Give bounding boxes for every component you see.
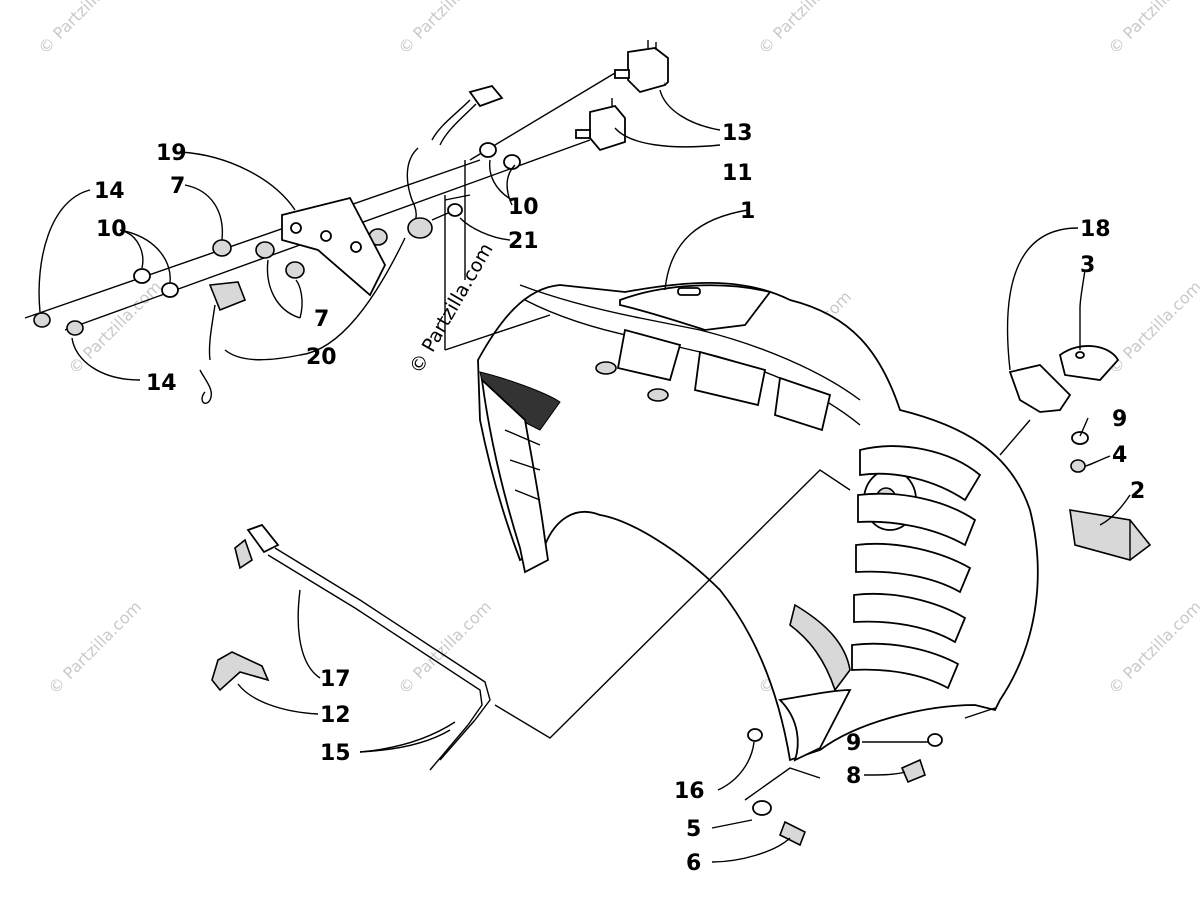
assembly-guide-line — [494, 469, 851, 739]
plate-part-19 — [281, 196, 387, 297]
bracket-part-18 — [1008, 308, 1120, 413]
watermark-text: © Partzilla.com — [44, 597, 145, 698]
lever-part-12 — [211, 651, 270, 692]
hardware-parts — [33, 142, 521, 336]
switch-part-20 — [199, 281, 247, 404]
watermark-text: © Partzilla.com — [1104, 0, 1200, 58]
callout-label: 9 — [846, 731, 861, 756]
leader-lines — [38, 89, 1131, 863]
switch-part-11 — [575, 98, 626, 152]
watermark-text: © Partzilla.com — [34, 0, 135, 58]
watermark-text: © Partzilla.com — [1104, 277, 1200, 378]
callout-label: 2 — [1130, 479, 1145, 504]
callout-label: 9 — [1112, 407, 1127, 432]
watermark-text: © Partzilla.com — [394, 597, 495, 698]
callout-label: 14 — [94, 179, 125, 204]
callout-label: 19 — [156, 141, 187, 166]
callout-label: 18 — [1080, 217, 1111, 242]
callout-label: 20 — [306, 345, 337, 370]
callout-label: 6 — [686, 851, 701, 876]
callout-label: 14 — [146, 371, 177, 396]
callout-label: 10 — [508, 195, 539, 220]
callout-label: 12 — [320, 703, 351, 728]
hood-part-1 — [477, 281, 1039, 762]
callout-label: 15 — [320, 741, 351, 766]
callout-label: 8 — [846, 764, 861, 789]
callout-label: 10 — [96, 217, 127, 242]
callout-label: 7 — [170, 174, 185, 199]
callout-label: 7 — [314, 307, 329, 332]
callout-label: 11 — [722, 161, 753, 186]
callout-label: 17 — [320, 667, 351, 692]
callout-label: 4 — [1112, 443, 1127, 468]
watermark-text: © Partzilla.com — [754, 0, 855, 58]
watermark-text: © Partzilla.com — [1104, 597, 1200, 698]
callout-label: 3 — [1080, 253, 1095, 278]
cable-part-17 — [234, 523, 491, 771]
callout-label: 1 — [740, 199, 755, 224]
callout-labels: 1 2 3 4 5 6 7 7 8 9 9 10 10 11 12 13 14 … — [94, 121, 1145, 876]
watermark-text: © Partzilla.com — [394, 0, 495, 58]
assembly-axis-lines — [24, 69, 621, 351]
callout-label: 13 — [722, 121, 753, 146]
switch-part-13 — [614, 40, 669, 94]
callout-label: 21 — [508, 229, 539, 254]
callout-label: 5 — [686, 817, 701, 842]
callout-label: 16 — [674, 779, 705, 804]
connector-part — [431, 84, 504, 146]
pad-part-2 — [1069, 509, 1152, 561]
